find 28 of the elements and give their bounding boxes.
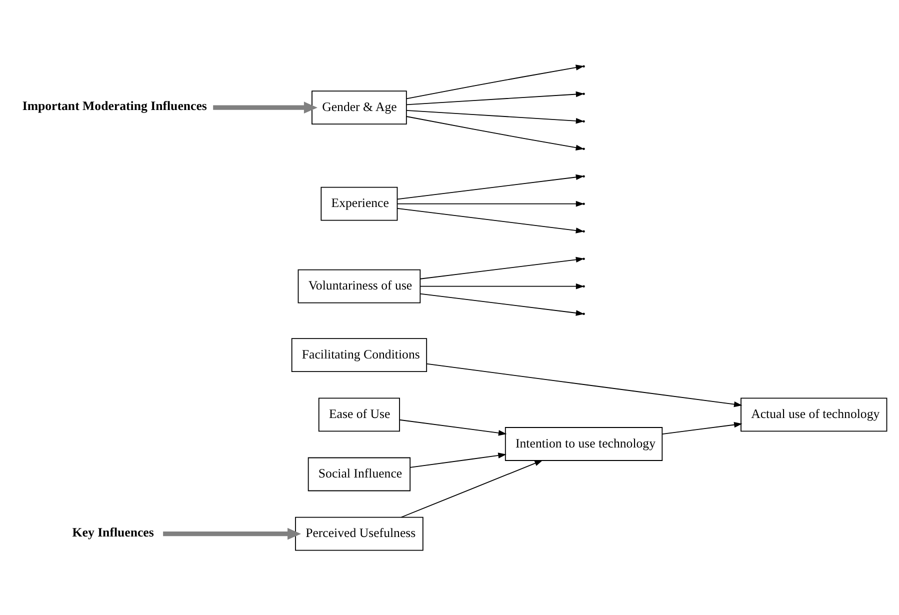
arrow: [406, 90, 584, 105]
node-box: Intention to use technology: [504, 426, 663, 460]
arrow: [406, 64, 584, 99]
node-box: Ease of Use: [318, 397, 400, 432]
node-box: Facilitating Conditions: [291, 338, 428, 372]
node-box: Experience: [320, 186, 398, 220]
arrow: [396, 174, 584, 200]
arrow: [396, 200, 584, 206]
arrow: [662, 421, 742, 434]
arrow: [406, 109, 584, 124]
arrow: [420, 256, 584, 279]
arrow: [396, 207, 584, 233]
arrow: [426, 362, 742, 407]
node-box: Gender & Age: [312, 90, 407, 124]
node-box: Perceived Usefulness: [295, 516, 424, 550]
node-box: Actual use of technology: [740, 397, 888, 432]
arrow: [410, 452, 506, 468]
arrow: [399, 418, 507, 436]
node-text: Key Influences: [72, 524, 154, 539]
node-box: Voluntariness of use: [298, 268, 421, 303]
arrow: [400, 460, 543, 518]
node-text: Important Moderating Influences: [22, 98, 207, 113]
arrow: [420, 292, 584, 316]
node-box: Social Influence: [308, 456, 411, 491]
arrow: [406, 116, 584, 150]
arrow: [420, 282, 584, 289]
arrow: [213, 101, 318, 113]
arrow: [163, 527, 302, 540]
